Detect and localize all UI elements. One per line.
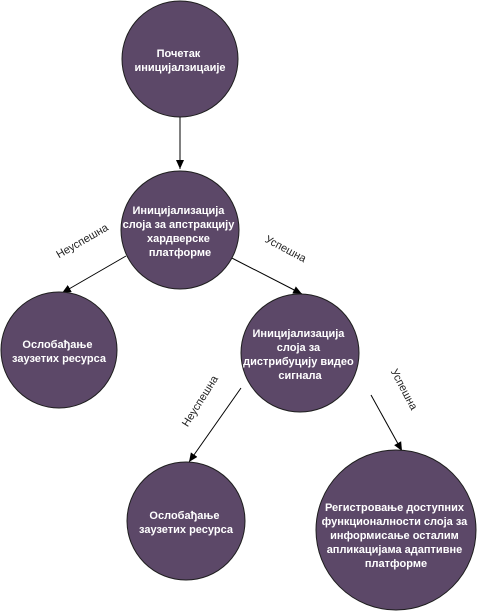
node-start: Почетак иницијалзицаије: [121, 0, 239, 118]
edge-init-hal-to-init-video: [225, 254, 303, 295]
node-start-label: Почетак иницијалзицаије: [134, 48, 225, 74]
node-release-2-label: Ослобађање заузетих ресурса: [139, 510, 234, 536]
node-release-1-label: Ослобађање заузетих ресурса: [12, 339, 107, 365]
edge-label-success-1: Успешна: [263, 234, 309, 266]
edges: [61, 117, 403, 463]
edge-init-video-to-release-2: [188, 387, 242, 463]
node-register-label: Регистровање доступних функционалности с…: [322, 502, 471, 570]
node-init-video-label: Иницијализација слоја за дистрибуцију ви…: [243, 328, 357, 382]
node-init-hal: Иницијализација слоја за апстракцију хар…: [120, 170, 240, 290]
node-init-video: Иницијализација слоја за дистрибуцију ви…: [240, 293, 360, 413]
node-init-hal-label: Иницијализација слоја за апстракцију хар…: [123, 205, 238, 259]
node-release-1: Ослобађање заузетих ресурса: [0, 291, 118, 409]
edge-label-fail-2: Неуспешна: [180, 373, 221, 429]
edge-init-hal-to-release-1: [61, 255, 127, 294]
node-release-2: Ослобађање заузетих ресурса: [126, 461, 246, 581]
edge-label-success-2: Успешна: [388, 367, 420, 413]
node-register: Регистровање доступних функционалности с…: [315, 449, 477, 611]
edge-label-fail-1: Неуспешна: [54, 221, 111, 261]
edge-init-video-to-register: [370, 394, 403, 452]
